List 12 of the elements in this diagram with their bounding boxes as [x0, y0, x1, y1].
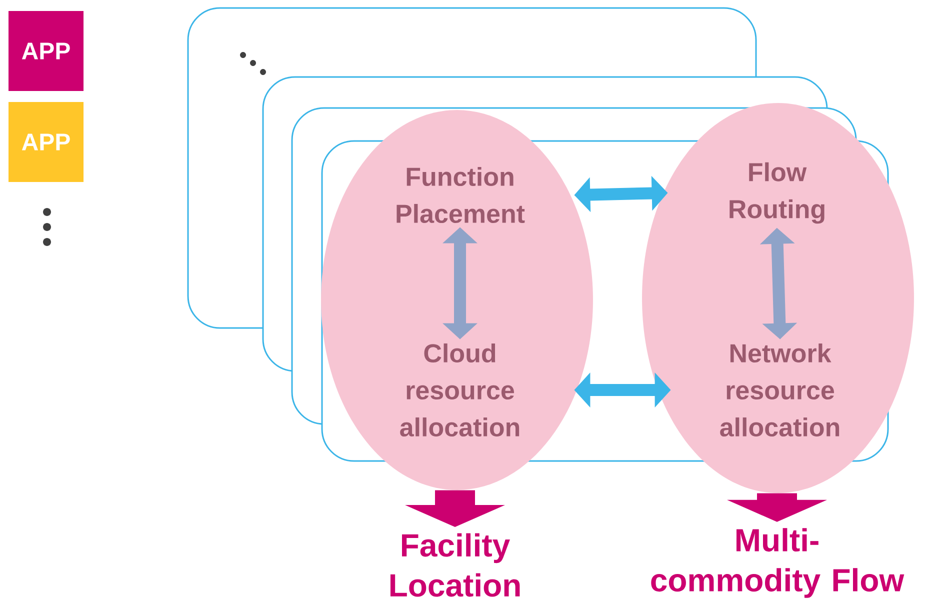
process-label: Cloud resource allocation [400, 343, 520, 437]
process-label: Flow Routing [730, 162, 824, 224]
process-label: Function Placement [396, 166, 525, 224]
ellipse-region [642, 103, 914, 493]
block-arrow [727, 493, 827, 522]
block-arrow [405, 490, 505, 528]
app-box: APP [8, 102, 84, 182]
ellipse-region [321, 110, 593, 490]
app-box: APP [8, 11, 84, 91]
result-label: Multi-commodity Flow [651, 528, 904, 598]
process-label: Network resource allocation [720, 343, 840, 437]
result-label: Facility Location [390, 533, 520, 597]
